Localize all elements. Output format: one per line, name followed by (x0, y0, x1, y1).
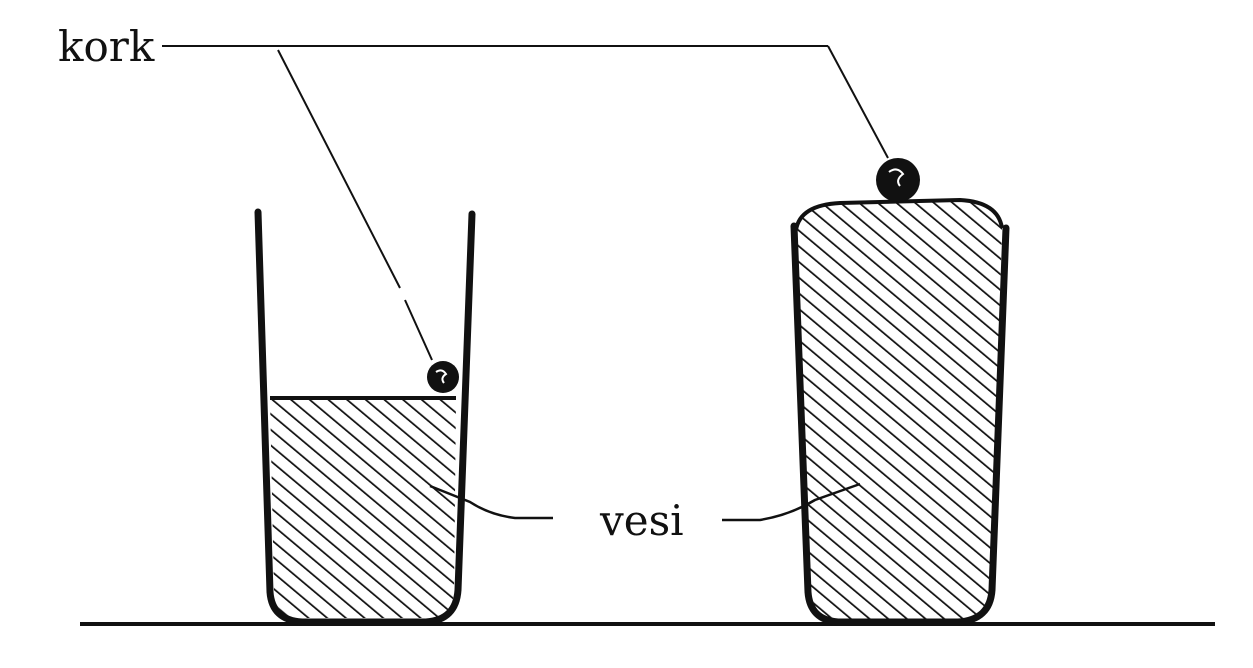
right-cork (876, 158, 920, 202)
label-kork: kork (58, 22, 155, 71)
vesi-leaders (429, 482, 861, 522)
kork-leaders (162, 45, 889, 361)
left-glass-water (270, 398, 456, 618)
left-glass (254, 208, 476, 626)
left-cork (427, 361, 459, 393)
right-glass-water (796, 200, 1002, 620)
label-vesi: vesi (600, 496, 684, 545)
right-glass (790, 222, 1010, 626)
